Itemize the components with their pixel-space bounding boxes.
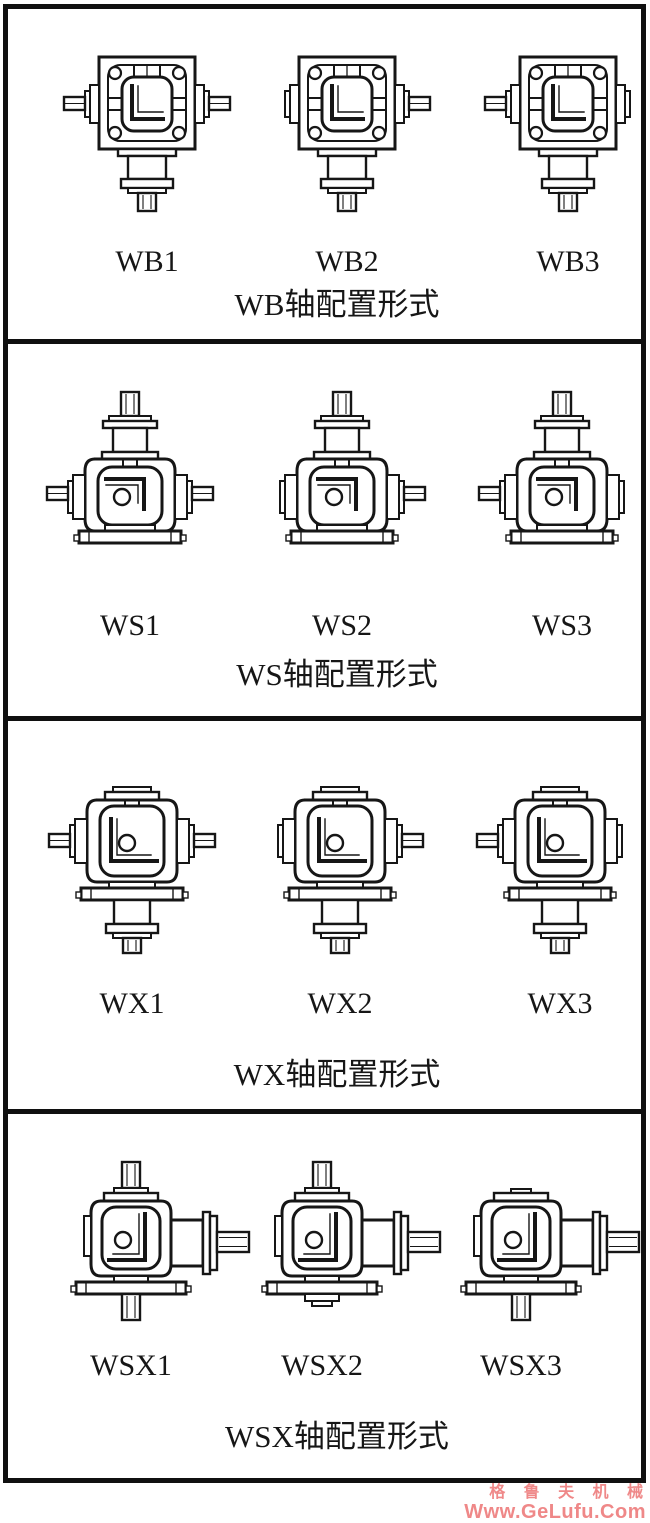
figure-label-wsx3: WSX3 — [480, 1349, 562, 1382]
panel-caption-wsx: WSX轴配置形式 — [225, 1419, 449, 1454]
figure-label-wx3: WX3 — [527, 987, 593, 1020]
gearbox-drawing-ws3 — [477, 390, 647, 560]
gearbox-drawing-wb3 — [483, 53, 650, 213]
gearbox-drawing-wx3 — [475, 785, 645, 955]
figure-label-ws3: WS3 — [532, 609, 592, 642]
panel-divider — [3, 339, 646, 344]
figure-label-ws2: WS2 — [312, 609, 372, 642]
figure-label-wb1: WB1 — [115, 245, 179, 278]
panel-divider — [3, 716, 646, 721]
figure-label-wsx1: WSX1 — [90, 1349, 172, 1382]
watermark-url: Www.GeLufu.Com — [464, 1500, 646, 1523]
figure-label-wb3: WB3 — [536, 245, 600, 278]
gearbox-drawing-wx1 — [47, 785, 217, 955]
panel-caption-wb: WB轴配置形式 — [234, 287, 440, 322]
gearbox-drawing-wb2 — [262, 53, 432, 213]
gearbox-drawing-wsx1 — [66, 1160, 266, 1330]
panel-caption-ws: WS轴配置形式 — [236, 657, 438, 692]
gearbox-drawing-ws2 — [257, 390, 427, 560]
watermark: 格 鲁 夫 机 械 Www.GeLufu.Com — [464, 1484, 646, 1523]
figure-label-wsx2: WSX2 — [281, 1349, 363, 1382]
panel-divider — [3, 1109, 646, 1114]
gearbox-drawing-wsx3 — [456, 1160, 650, 1330]
figure-label-wb2: WB2 — [315, 245, 379, 278]
figure-label-wx1: WX1 — [99, 987, 165, 1020]
figure-label-wx2: WX2 — [307, 987, 373, 1020]
gearbox-drawing-ws1 — [45, 390, 215, 560]
gearbox-drawing-wx2 — [255, 785, 425, 955]
panel-caption-wx: WX轴配置形式 — [233, 1057, 441, 1092]
watermark-company-name: 格 鲁 夫 机 械 — [489, 1484, 650, 1501]
gearbox-drawing-wsx2 — [257, 1160, 457, 1330]
figure-label-ws1: WS1 — [100, 609, 160, 642]
gearbox-drawing-wb1 — [62, 53, 232, 213]
